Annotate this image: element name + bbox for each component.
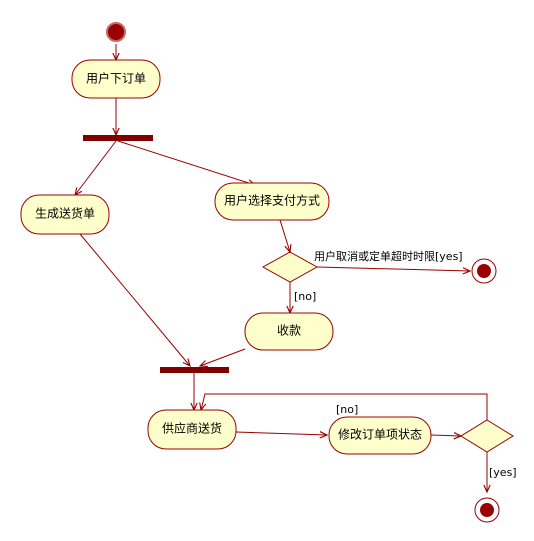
activity-choose-payment-label: 用户选择支付方式	[224, 193, 320, 208]
activity-supplier-ship: 供应商送货	[147, 409, 237, 450]
edge-choose-payment-to-decision	[279, 219, 290, 252]
guard-update-no: [no]	[336, 403, 358, 416]
edge-decision-loop-back	[201, 393, 488, 420]
decision-update	[460, 419, 514, 453]
initial-node	[106, 22, 126, 42]
decision-payment	[261, 251, 319, 283]
edge-create-shipping-to-join	[79, 233, 190, 366]
activity-create-shipping-label: 生成送货单	[35, 206, 95, 221]
activity-supplier-ship-label: 供应商送货	[162, 421, 222, 436]
activity-collect-payment-label: 收款	[277, 324, 301, 338]
edge-supplier-to-update	[235, 432, 327, 435]
edge-fork-to-create-shipping	[75, 140, 117, 195]
activity-choose-payment: 用户选择支付方式	[214, 182, 330, 221]
activity-create-shipping: 生成送货单	[20, 194, 110, 235]
guard-payment-no: [no]	[294, 290, 316, 303]
activity-update-order-status: 修改订单项状态	[328, 416, 432, 455]
final-node-cancel	[471, 258, 497, 284]
activity-update-order-status-label: 修改订单项状态	[338, 427, 422, 442]
activity-place-order-label: 用户下订单	[86, 71, 146, 86]
edge-fork-to-choose-payment	[117, 140, 255, 185]
final-node-end	[474, 497, 500, 523]
edge-update-to-decision	[430, 435, 461, 436]
guard-final-yes: [yes]	[489, 466, 517, 479]
guard-cancel-or-timeout: 用户取消或定单超时时限[yes]	[314, 249, 463, 263]
edge-decision-to-final	[316, 266, 470, 271]
join-bar	[160, 367, 229, 373]
edges	[75, 44, 487, 492]
edge-collect-to-join	[200, 348, 246, 366]
activity-collect-payment: 收款	[244, 312, 334, 351]
fork-bar	[83, 135, 153, 141]
activity-place-order: 用户下订单	[71, 59, 161, 99]
